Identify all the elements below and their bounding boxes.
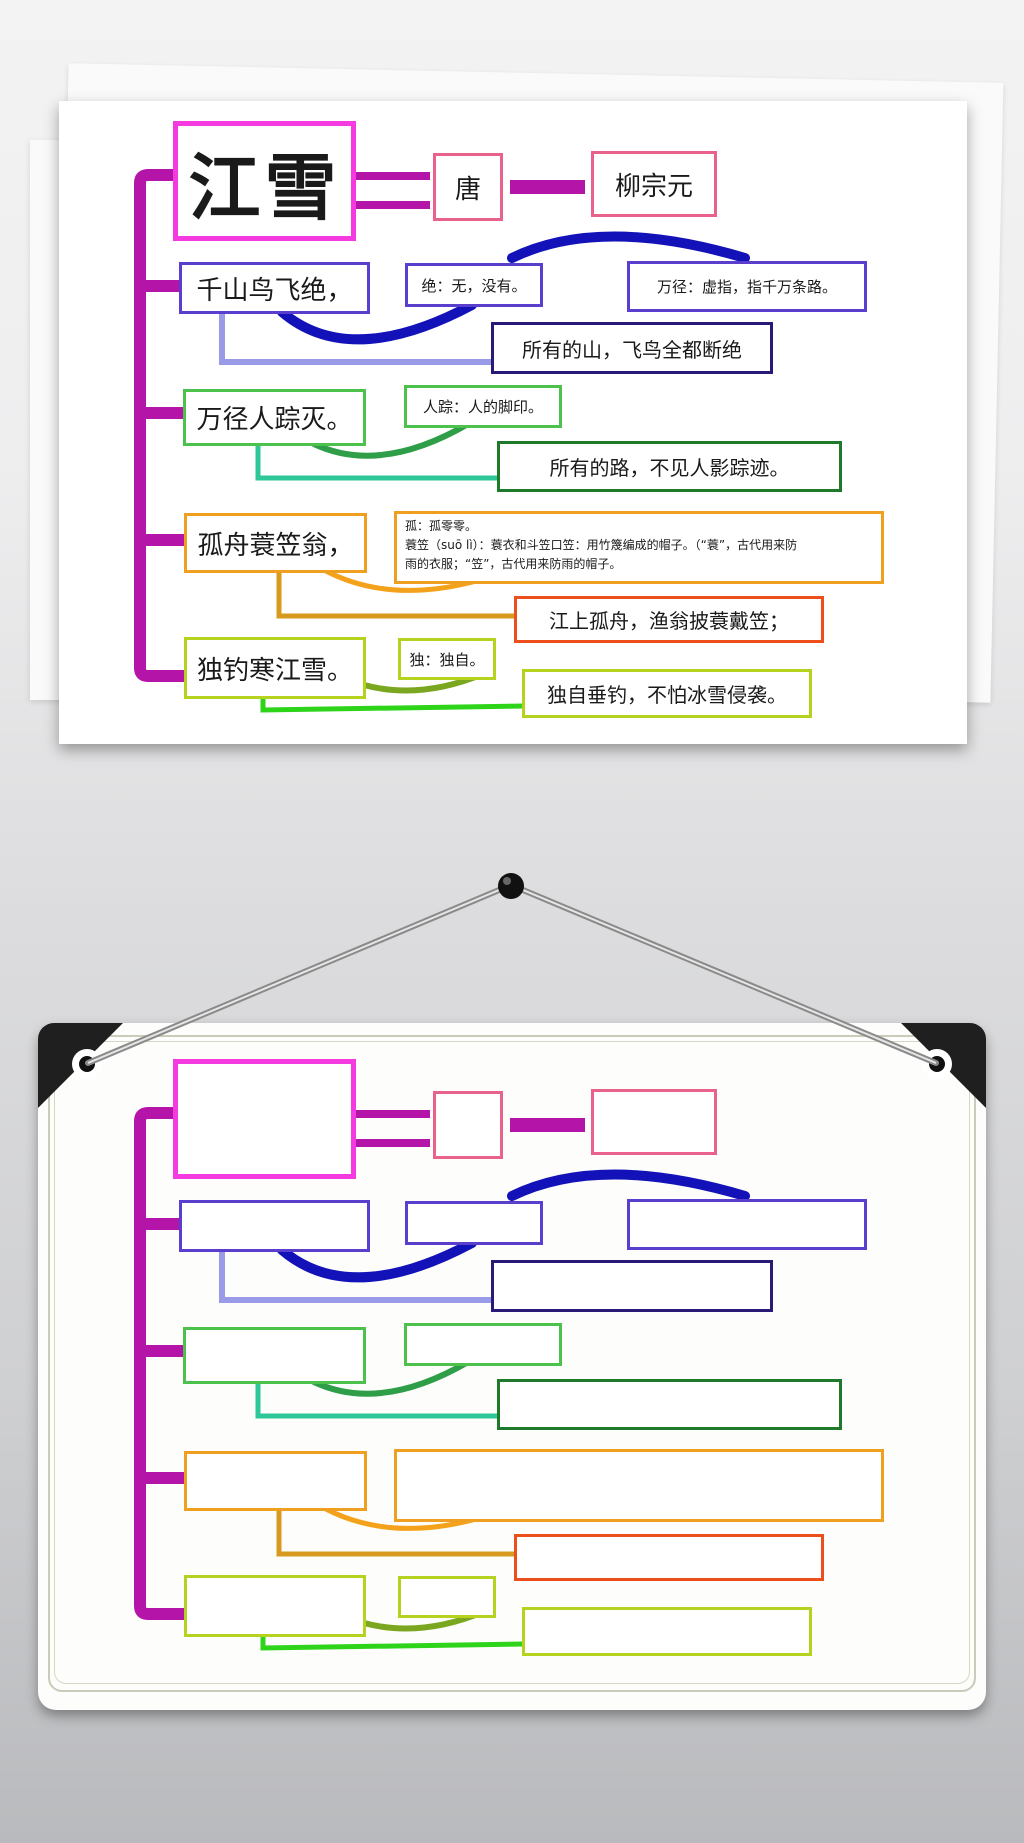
blank-author-box — [591, 1089, 717, 1155]
blank-line-4 — [184, 1575, 366, 1637]
author-box: 柳宗元 — [591, 151, 717, 217]
blank-translation-3 — [514, 1534, 824, 1581]
translation-line-4: 独自垂钓，不怕冰雪侵袭。 — [522, 669, 812, 718]
translation-line-1: 所有的山，飞鸟全都断绝 — [491, 322, 773, 374]
blank-note-2 — [404, 1323, 562, 1366]
note-line-3-row-2: 蓑笠（suō lì）：蓑衣和斗笠口笠：用竹篾编成的帽子。（“蓑”，古代用来防 — [405, 538, 798, 552]
note-line-1b: 万径：虚指，指千万条路。 — [627, 261, 867, 312]
note-line-4: 独：独自。 — [398, 638, 496, 680]
blank-note-1a — [405, 1201, 543, 1245]
blank-line-3 — [184, 1451, 367, 1511]
translation-line-2: 所有的路，不见人影踪迹。 — [497, 441, 842, 492]
mindmap-connectors-filled — [134, 169, 750, 713]
blank-translation-4 — [522, 1607, 812, 1656]
poem-line-1: 千山鸟飞绝， — [179, 262, 370, 314]
dynasty-box: 唐 — [433, 153, 503, 221]
blank-translation-2 — [497, 1379, 842, 1430]
poem-line-2: 万径人踪灭。 — [183, 389, 366, 446]
blank-note-3 — [394, 1449, 884, 1522]
blank-dynasty-box — [433, 1091, 503, 1159]
blank-title-box — [173, 1059, 356, 1179]
blank-line-1 — [179, 1200, 370, 1252]
blank-note-4 — [398, 1576, 496, 1618]
note-line-3-row-3: 雨的衣服；“笠”，古代用来防雨的帽子。 — [405, 557, 622, 571]
poem-line-3: 孤舟蓑笠翁， — [184, 513, 367, 573]
note-line-3: 孤：孤零零。 蓑笠（suō lì）：蓑衣和斗笠口笠：用竹篾编成的帽子。（“蓑”，… — [394, 511, 884, 584]
translation-line-3: 江上孤舟，渔翁披蓑戴笠； — [514, 596, 824, 643]
poem-line-4: 独钓寒江雪。 — [184, 637, 366, 699]
blank-note-1b — [627, 1199, 867, 1250]
note-line-2: 人踪：人的脚印。 — [404, 385, 562, 428]
blank-line-2 — [183, 1327, 366, 1384]
blank-translation-1 — [491, 1260, 773, 1312]
poem-title-box: 江雪 — [173, 121, 356, 241]
note-line-3-row-1: 孤：孤零零。 — [405, 519, 478, 533]
note-line-1a: 绝：无，没有。 — [405, 263, 543, 307]
